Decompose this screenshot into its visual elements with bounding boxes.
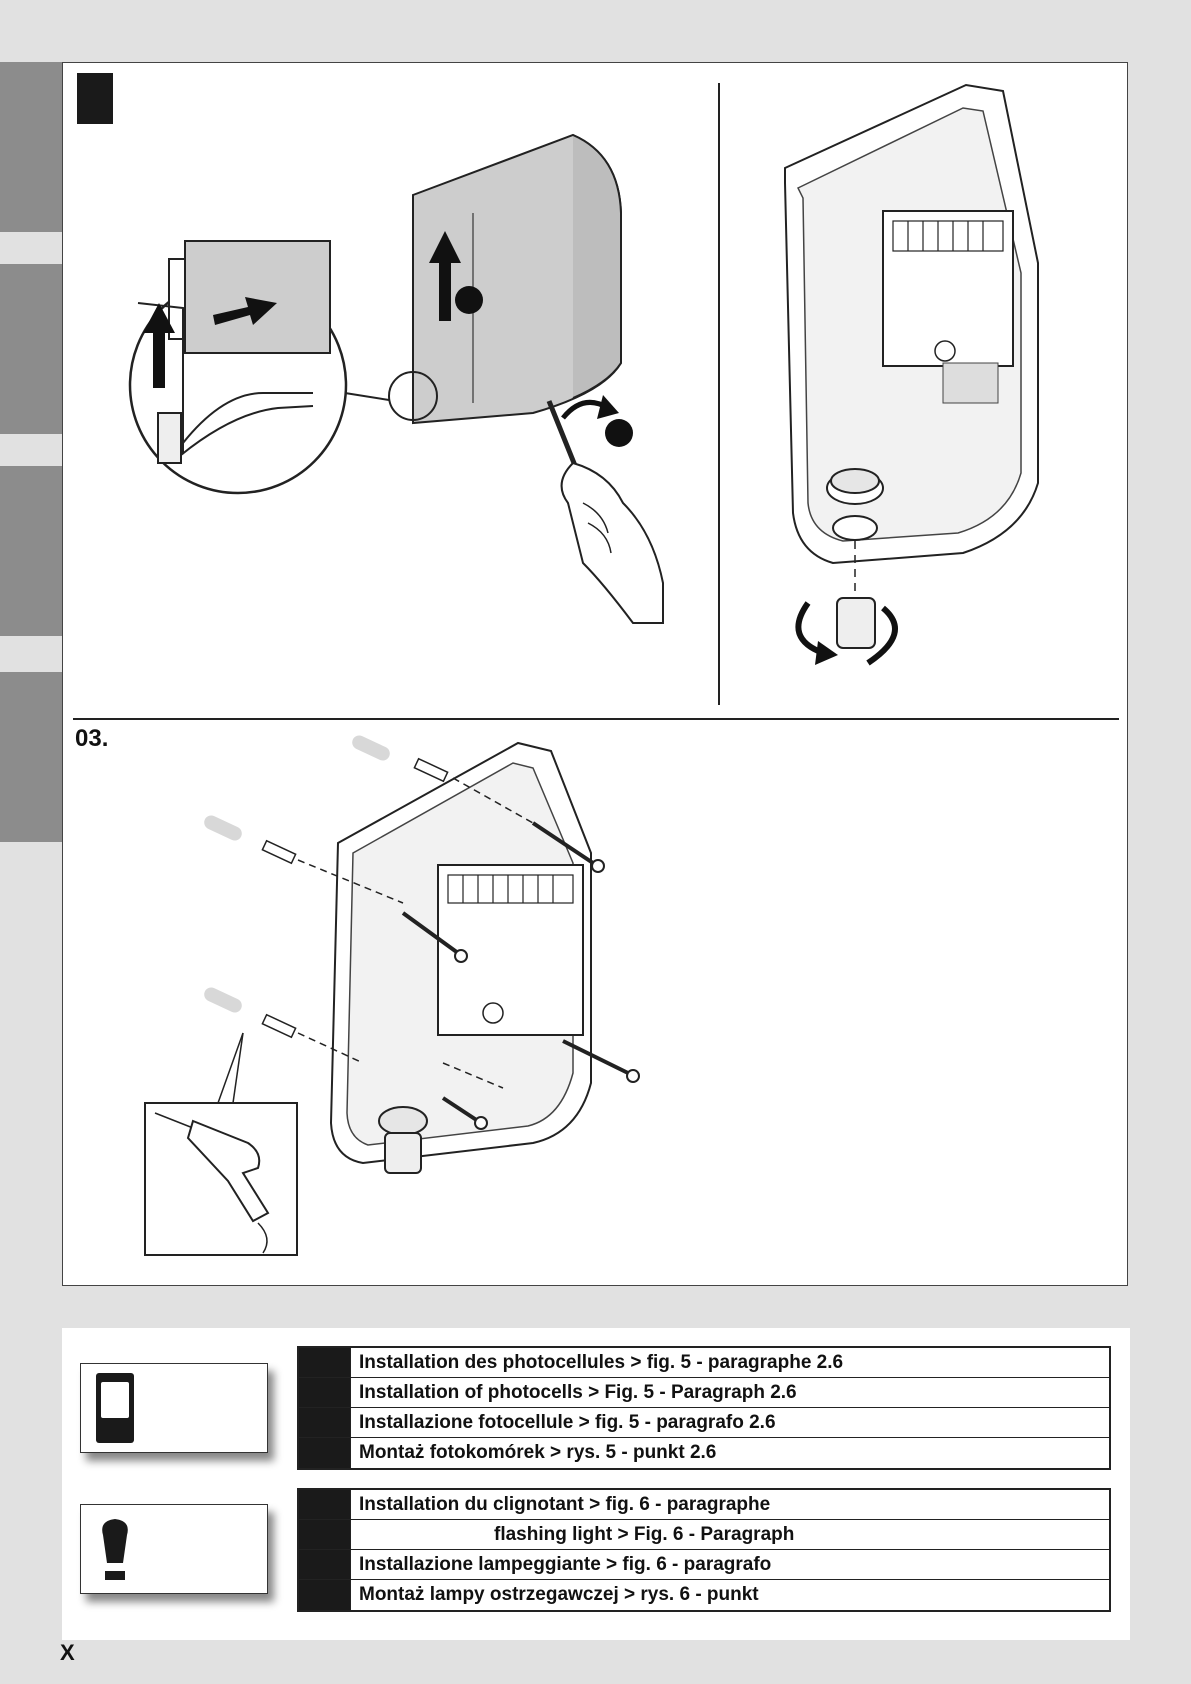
language-marker (299, 1490, 350, 1519)
cover-removal-drawing (128, 133, 664, 624)
flashing-light-translations: Installation du clignotant > fig. 6 - pa… (297, 1488, 1111, 1612)
row-text: Installazione fotocellule > fig. 5 - par… (350, 1408, 1109, 1437)
flashing-light-card (80, 1504, 268, 1594)
language-marker (299, 1348, 350, 1377)
drill-callout-box (144, 1102, 298, 1256)
step-dot-b (605, 419, 633, 447)
row-text: Installation du clignotant > fig. 6 - pa… (350, 1490, 1109, 1519)
table-row: Installazione lampeggiante > fig. 6 - pa… (299, 1550, 1109, 1580)
table-row: Installazione fotocellule > fig. 5 - par… (299, 1408, 1109, 1438)
installation-illustration (73, 83, 1119, 1256)
table-row: Montaż fotokomórek > rys. 5 - punkt 2.6 (299, 1438, 1109, 1468)
photocell-icon (96, 1373, 134, 1443)
language-marker (299, 1408, 350, 1437)
wall-mounting-drawing (144, 735, 640, 1256)
row-text: Montaż fotokomórek > rys. 5 - punkt 2.6 (350, 1438, 1109, 1468)
open-box-drawing (784, 83, 1039, 666)
language-marker (299, 1520, 350, 1549)
language-marker (299, 1378, 350, 1407)
panel-marker (77, 73, 113, 124)
side-tab-2[interactable] (0, 264, 62, 434)
step-dot-a (455, 286, 483, 314)
side-tab-4[interactable] (0, 672, 62, 842)
figure-frame: 03. (62, 62, 1128, 1286)
row-text: flashing light > Fig. 6 - Paragraph (350, 1520, 1109, 1549)
side-tab-1[interactable] (0, 62, 62, 232)
flashing-light-icon (102, 1519, 128, 1580)
row-text: Montaż lampy ostrzegawczej > rys. 6 - pu… (350, 1580, 1109, 1610)
photocell-card (80, 1363, 268, 1453)
photocell-translations: Installation des photocellules > fig. 5 … (297, 1346, 1111, 1470)
table-row: Montaż lampy ostrzegawczej > rys. 6 - pu… (299, 1580, 1109, 1610)
table-row: Installation du clignotant > fig. 6 - pa… (299, 1490, 1109, 1520)
table-row: flashing light > Fig. 6 - Paragraph (299, 1520, 1109, 1550)
language-marker (299, 1580, 350, 1610)
figure-panel-label: 03. (75, 725, 109, 752)
row-text: Installation des photocellules > fig. 5 … (350, 1348, 1109, 1377)
language-marker (299, 1438, 350, 1468)
table-row: Installation of photocells > Fig. 5 - Pa… (299, 1378, 1109, 1408)
table-row: Installation des photocellules > fig. 5 … (299, 1348, 1109, 1378)
language-marker (299, 1550, 350, 1579)
row-text: Installation of photocells > Fig. 5 - Pa… (350, 1378, 1109, 1407)
row-text: Installazione lampeggiante > fig. 6 - pa… (350, 1550, 1109, 1579)
side-tab-3[interactable] (0, 466, 62, 636)
page-mark: X (60, 1640, 75, 1665)
legend-panel: Installation des photocellules > fig. 5 … (62, 1328, 1130, 1640)
